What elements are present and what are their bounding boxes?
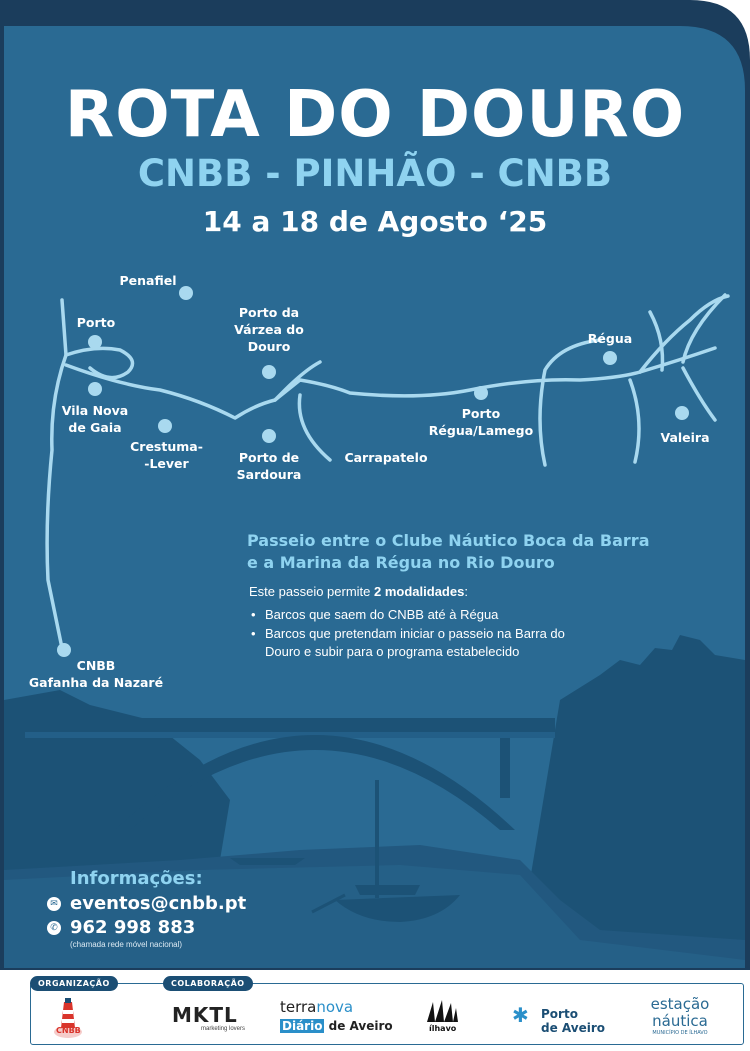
footer-sponsors-box [30, 983, 744, 1045]
bridge-silhouette [4, 635, 745, 968]
river-map [45, 286, 730, 657]
modality-list: Barcos que saem do CNBB até à Régua Barc… [249, 606, 579, 662]
event-route: CNBB - PINHÃO - CNBB [137, 152, 613, 195]
place-porto-sardoura: Porto de Sardoura [236, 450, 302, 482]
estacao-line3: MUNICÍPIO DE ÍLHAVO [652, 1030, 708, 1036]
colaboracao-label: COLABORAÇÃO [163, 976, 253, 991]
ilhavo-text: ílhavo [429, 1024, 457, 1033]
place-vila-nova-de-gaia: Vila Nova de Gaia [61, 403, 129, 435]
email-line[interactable]: ✉ eventos@cnbb.pt [47, 893, 246, 914]
email-icon: ✉ [47, 896, 61, 911]
event-title: ROTA DO DOURO [64, 78, 686, 152]
organizacao-label: ORGANIZAÇÃO [30, 976, 118, 991]
place-regua: Régua [587, 331, 633, 346]
place-penafiel: Penafiel [119, 273, 177, 288]
diario-aveiro-logo: Diário de Aveiro [280, 1019, 393, 1033]
terranova-part1: terra [280, 998, 317, 1016]
place-carrapatelo: Carrapatelo [344, 450, 428, 465]
cnbb-logo-text: CNBB [56, 1026, 81, 1035]
porto-aveiro-line2: de Aveiro [541, 1021, 606, 1035]
place-porto-varzea-douro: Porto da Várzea do Douro [234, 305, 304, 354]
asterisk-icon: ✱ [512, 1005, 529, 1027]
porto-aveiro-line1: Porto [541, 1007, 578, 1021]
intro-bold: 2 modalidades [374, 584, 465, 599]
info-title: Informações: [70, 868, 203, 889]
event-dates: 14 a 18 de Agosto ‘25 [202, 205, 548, 238]
terranova-logo: terranova [280, 998, 353, 1016]
terranova-part2: nova [316, 998, 354, 1016]
place-porto: Porto [76, 315, 116, 330]
modality-item: Barcos que saem do CNBB até à Régua [249, 606, 579, 624]
estacao-nautica-logo: estação náutica MUNICÍPIO DE ÍLHAVO [640, 996, 720, 1037]
intro-suffix: : [464, 584, 468, 599]
ships-icon [427, 1000, 458, 1022]
modality-item: Barcos que pretendam iniciar o passeio n… [249, 625, 579, 661]
lighthouse-icon [54, 998, 82, 1038]
phone-line[interactable]: ✆ 962 998 883 [47, 917, 195, 938]
phone-icon: ✆ [47, 920, 61, 935]
place-cnbb-gafanha: CNBB Gafanha da Nazaré [28, 658, 164, 690]
mktl-logo: MKTL [172, 1003, 238, 1027]
place-crestuma-lever: Crestuma- -Lever [130, 439, 203, 471]
ilhavo-logo: ílhavo [425, 998, 459, 1038]
estacao-line2: náutica [652, 1012, 708, 1030]
estacao-line1: estação [650, 995, 710, 1013]
cnbb-logo: CNBB [53, 996, 83, 1040]
phone-number[interactable]: 962 998 883 [70, 917, 196, 938]
email-address[interactable]: eventos@cnbb.pt [70, 893, 247, 914]
place-valeira: Valeira [660, 430, 710, 445]
place-porto-regua-lamego: Porto Régua/Lamego [428, 406, 534, 438]
phone-note: (chamada rede móvel nacional) [70, 940, 183, 949]
diario-part1: Diário [280, 1019, 325, 1033]
mktl-tagline: marketing lovers [201, 1026, 246, 1032]
diario-part2: de Aveiro [328, 1019, 393, 1033]
description-heading: Passeio entre o Clube Náutico Boca da Ba… [247, 531, 650, 572]
description-intro: Este passeio permite 2 modalidades: [249, 584, 468, 599]
intro-text: Este passeio permite [249, 584, 375, 599]
